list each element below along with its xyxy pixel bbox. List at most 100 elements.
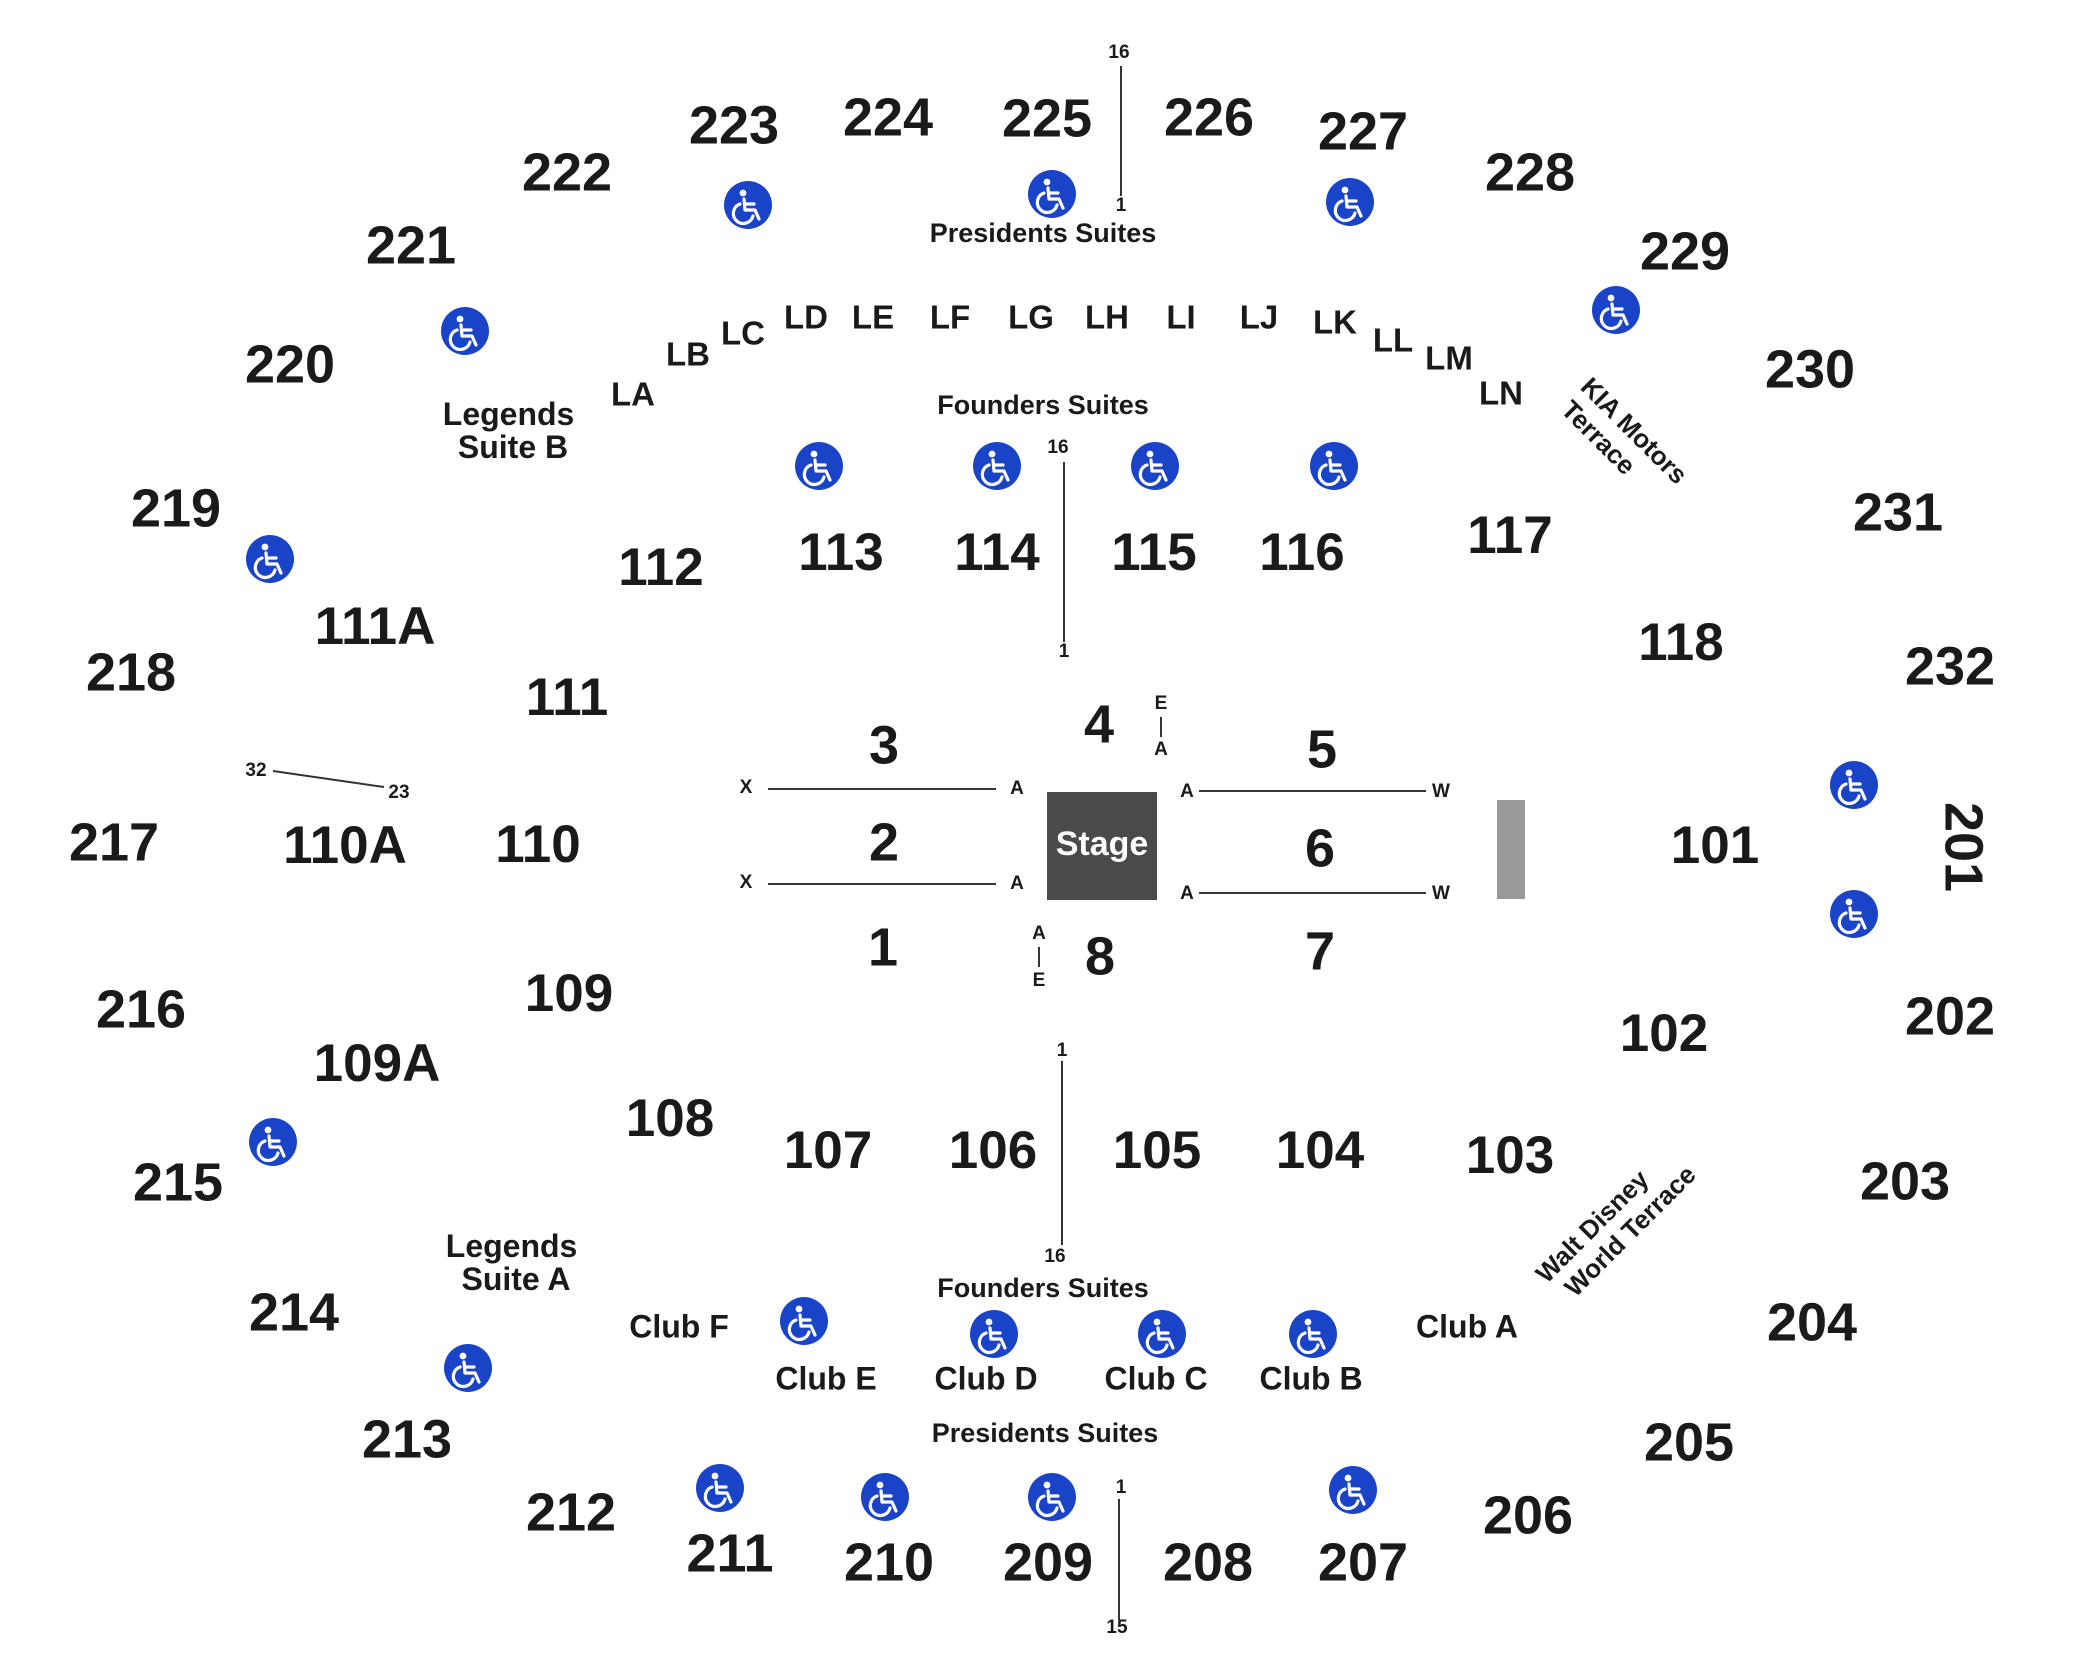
section-225[interactable]: 225 [1002,88,1092,148]
luxury-box-ld[interactable]: LD [784,299,828,336]
club-b[interactable]: Club B [1259,1360,1362,1396]
section-230[interactable]: 230 [1765,339,1855,399]
section-117[interactable]: 117 [1467,506,1553,565]
floor-section-4[interactable]: 4 [1084,694,1114,754]
floor-section-1[interactable]: 1 [868,917,898,977]
luxury-box-li[interactable]: LI [1166,299,1195,336]
club-f[interactable]: Club F [629,1308,729,1344]
floor-section-6[interactable]: 6 [1305,818,1335,878]
section-110a[interactable]: 110A [283,816,407,875]
section-110[interactable]: 110 [495,815,581,874]
wheelchair-icon[interactable] [968,1308,1020,1360]
wheelchair-icon[interactable] [778,1295,830,1347]
club-d[interactable]: Club D [934,1360,1037,1396]
section-226[interactable]: 226 [1164,87,1254,147]
wheelchair-icon[interactable] [1327,1464,1379,1516]
section-118[interactable]: 118 [1638,613,1724,672]
section-221[interactable]: 221 [366,215,456,275]
section-206[interactable]: 206 [1483,1485,1573,1545]
section-209[interactable]: 209 [1003,1532,1093,1592]
wheelchair-icon[interactable] [442,1342,494,1394]
floor-section-3[interactable]: 3 [869,715,899,775]
section-111a[interactable]: 111A [315,597,436,656]
club-a[interactable]: Club A [1416,1308,1518,1344]
floor-section-7[interactable]: 7 [1305,921,1335,981]
legends-suite-b[interactable]: Legends Suite B [443,396,583,465]
wheelchair-icon[interactable] [859,1471,911,1523]
floor-section-5[interactable]: 5 [1307,719,1337,779]
section-224[interactable]: 224 [843,87,933,147]
luxury-box-lj[interactable]: LJ [1240,299,1279,336]
presidents-suites-top[interactable]: Presidents Suites [930,218,1157,248]
section-220[interactable]: 220 [245,334,335,394]
luxury-box-lm[interactable]: LM [1425,340,1473,377]
section-232[interactable]: 232 [1905,636,1995,696]
club-e[interactable]: Club E [775,1360,876,1396]
wheelchair-icon[interactable] [1129,440,1181,492]
section-210[interactable]: 210 [844,1532,934,1592]
kia-motors-terrace[interactable]: KIA Motors Terrace [1554,371,1699,516]
legends-suite-a[interactable]: Legends Suite A [446,1228,586,1297]
founders-suites-bottom[interactable]: Founders Suites [937,1273,1149,1303]
section-111[interactable]: 111 [526,668,609,727]
section-207[interactable]: 207 [1318,1532,1408,1592]
section-227[interactable]: 227 [1318,101,1408,161]
wheelchair-icon[interactable] [439,305,491,357]
wheelchair-icon[interactable] [1136,1308,1188,1360]
section-107[interactable]: 107 [784,1121,872,1180]
section-218[interactable]: 218 [86,642,176,702]
section-211[interactable]: 211 [686,1523,773,1583]
section-219[interactable]: 219 [131,478,221,538]
wheelchair-icon[interactable] [1026,168,1078,220]
section-201[interactable]: 201 [1934,802,1994,892]
section-229[interactable]: 229 [1640,221,1730,281]
luxury-box-lf[interactable]: LF [930,299,970,336]
section-113[interactable]: 113 [798,523,884,582]
wheelchair-icon[interactable] [1026,1471,1078,1523]
luxury-box-lk[interactable]: LK [1313,304,1357,341]
wheelchair-icon[interactable] [1828,888,1880,940]
presidents-suites-bottom[interactable]: Presidents Suites [932,1418,1159,1448]
section-208[interactable]: 208 [1163,1532,1253,1592]
wheelchair-icon[interactable] [971,440,1023,492]
section-222[interactable]: 222 [522,142,612,202]
walt-disney-world-terrace[interactable]: Walt Disney World Terrace [1530,1138,1702,1310]
club-c[interactable]: Club C [1104,1360,1207,1396]
section-116[interactable]: 116 [1259,523,1345,582]
founders-suites-top[interactable]: Founders Suites [937,390,1149,420]
wheelchair-icon[interactable] [1324,176,1376,228]
wheelchair-icon[interactable] [1828,759,1880,811]
luxury-box-lg[interactable]: LG [1008,299,1054,336]
luxury-box-lc[interactable]: LC [721,315,765,352]
section-217[interactable]: 217 [69,812,159,872]
section-114[interactable]: 114 [954,523,1040,582]
section-203[interactable]: 203 [1860,1151,1950,1211]
section-202[interactable]: 202 [1905,986,1995,1046]
section-212[interactable]: 212 [526,1482,616,1542]
section-112[interactable]: 112 [618,538,704,597]
wheelchair-icon[interactable] [1287,1308,1339,1360]
section-101[interactable]: 101 [1671,816,1759,875]
section-115[interactable]: 115 [1111,523,1197,582]
wheelchair-icon[interactable] [793,440,845,492]
section-105[interactable]: 105 [1113,1121,1201,1180]
section-216[interactable]: 216 [96,979,186,1039]
luxury-box-la[interactable]: LA [611,376,655,413]
section-215[interactable]: 215 [133,1152,223,1212]
section-102[interactable]: 102 [1620,1004,1708,1063]
wheelchair-icon[interactable] [247,1116,299,1168]
luxury-box-ln[interactable]: LN [1479,375,1523,412]
wheelchair-icon[interactable] [1308,440,1360,492]
section-109a[interactable]: 109A [314,1034,441,1093]
section-104[interactable]: 104 [1276,1121,1365,1180]
luxury-box-ll[interactable]: LL [1373,322,1413,359]
wheelchair-icon[interactable] [1590,284,1642,336]
wheelchair-icon[interactable] [722,179,774,231]
section-204[interactable]: 204 [1767,1292,1857,1352]
section-106[interactable]: 106 [949,1121,1037,1180]
luxury-box-lh[interactable]: LH [1085,299,1129,336]
wheelchair-icon[interactable] [244,533,296,585]
luxury-box-lb[interactable]: LB [666,336,710,373]
section-223[interactable]: 223 [689,95,779,155]
section-109[interactable]: 109 [525,964,613,1023]
